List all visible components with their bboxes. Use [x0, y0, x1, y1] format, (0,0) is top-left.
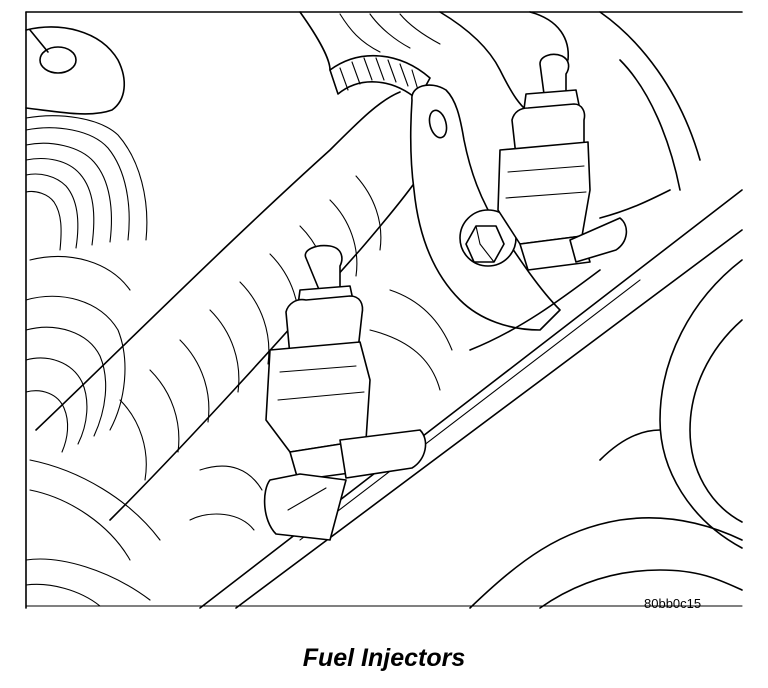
- figure-code: 80bb0c15: [644, 596, 702, 611]
- engine-casting-contours: [25, 115, 161, 607]
- figure-caption: Fuel Injectors: [302, 644, 466, 672]
- fuel-hose: [35, 91, 421, 521]
- bracket-bolt: [459, 209, 517, 267]
- misc-engine-lines: [25, 289, 743, 607]
- right-fuel-injector: [497, 53, 628, 271]
- mounting-bracket: [409, 84, 561, 331]
- right-casting: [469, 259, 743, 609]
- fuel-rail: [199, 189, 743, 609]
- illustration-frame: [25, 11, 743, 609]
- left-fuel-injector: [263, 244, 427, 541]
- upper-left-bracket: [25, 26, 125, 115]
